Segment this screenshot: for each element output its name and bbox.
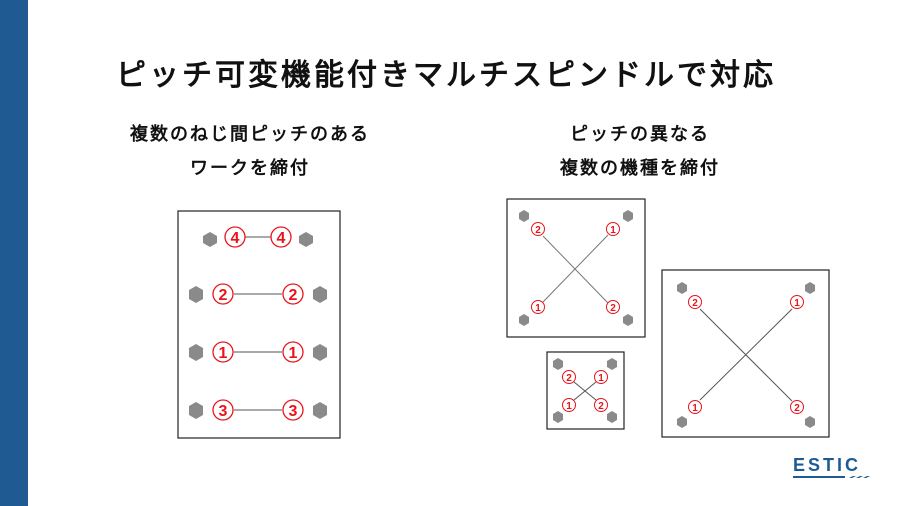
workpiece-large: 2 1 1 2 bbox=[661, 269, 830, 438]
spindle-label: 2 bbox=[598, 401, 604, 412]
hex-bolt-icon bbox=[607, 358, 617, 370]
spindle-label: 2 bbox=[219, 287, 228, 304]
hex-bolt-icon bbox=[553, 411, 563, 423]
slide-title: ピッチ可変機能付きマルチスピンドルで対応 bbox=[116, 58, 776, 93]
hex-bolt-icon bbox=[313, 286, 327, 303]
left-caption-line2: ワークを締付 bbox=[190, 158, 310, 179]
spindle-label: 2 bbox=[535, 225, 541, 236]
accent-sidebar bbox=[0, 0, 28, 506]
hex-bolt-icon bbox=[519, 210, 529, 222]
spindle-label: 4 bbox=[231, 230, 240, 247]
spindle-label: 4 bbox=[277, 230, 286, 247]
hex-bolt-icon bbox=[313, 344, 327, 361]
left-caption: 複数のねじ間ピッチのある ワークを締付 bbox=[110, 118, 390, 186]
spindle-label: 2 bbox=[794, 403, 800, 414]
pitch-row-2: 2 2 bbox=[189, 283, 327, 305]
hex-bolt-icon bbox=[553, 358, 563, 370]
spindle-label: 1 bbox=[566, 401, 572, 412]
pitch-row-3: 3 3 bbox=[189, 399, 327, 421]
workpiece-small: 2 1 1 2 bbox=[546, 351, 625, 430]
right-caption-line2: 複数の機種を締付 bbox=[560, 158, 720, 179]
logo-text: ESTIC bbox=[793, 455, 862, 475]
hex-bolt-icon bbox=[203, 232, 217, 247]
left-caption-line1: 複数のねじ間ピッチのある bbox=[130, 124, 370, 145]
hex-bolt-icon bbox=[299, 232, 313, 247]
hex-bolt-icon bbox=[189, 402, 203, 419]
hex-bolt-icon bbox=[189, 344, 203, 361]
hex-bolt-icon bbox=[313, 402, 327, 419]
hex-bolt-icon bbox=[805, 416, 815, 428]
hex-bolt-icon bbox=[623, 210, 633, 222]
spindle-label: 3 bbox=[289, 403, 298, 420]
spindle-label: 1 bbox=[219, 345, 228, 362]
right-caption: ピッチの異なる 複数の機種を締付 bbox=[510, 118, 770, 186]
right-caption-line1: ピッチの異なる bbox=[570, 124, 710, 145]
spindle-label: 2 bbox=[566, 373, 572, 384]
hex-bolt-icon bbox=[607, 411, 617, 423]
hex-bolt-icon bbox=[189, 286, 203, 303]
spindle-label: 1 bbox=[692, 403, 698, 414]
spindle-label: 1 bbox=[289, 345, 298, 362]
spindle-label: 1 bbox=[598, 373, 604, 384]
hex-bolt-icon bbox=[677, 282, 687, 294]
workpiece-medium: 2 1 1 2 bbox=[506, 198, 646, 338]
spindle-label: 2 bbox=[692, 298, 698, 309]
spindle-label: 3 bbox=[219, 403, 228, 420]
hex-bolt-icon bbox=[519, 314, 529, 326]
hex-bolt-icon bbox=[805, 282, 815, 294]
logo-underline-icon bbox=[793, 476, 870, 478]
workpiece-frame bbox=[177, 210, 341, 439]
spindle-label: 1 bbox=[610, 225, 616, 236]
spindle-label: 1 bbox=[794, 298, 800, 309]
hex-bolt-icon bbox=[623, 314, 633, 326]
pitch-row-4: 4 4 bbox=[203, 226, 313, 248]
spindle-label: 2 bbox=[289, 287, 298, 304]
spindle-label: 2 bbox=[610, 303, 616, 314]
estic-logo: ESTIC bbox=[793, 455, 873, 480]
spindle-label: 1 bbox=[535, 303, 541, 314]
pitch-row-1: 1 1 bbox=[189, 341, 327, 363]
hex-bolt-icon bbox=[677, 416, 687, 428]
